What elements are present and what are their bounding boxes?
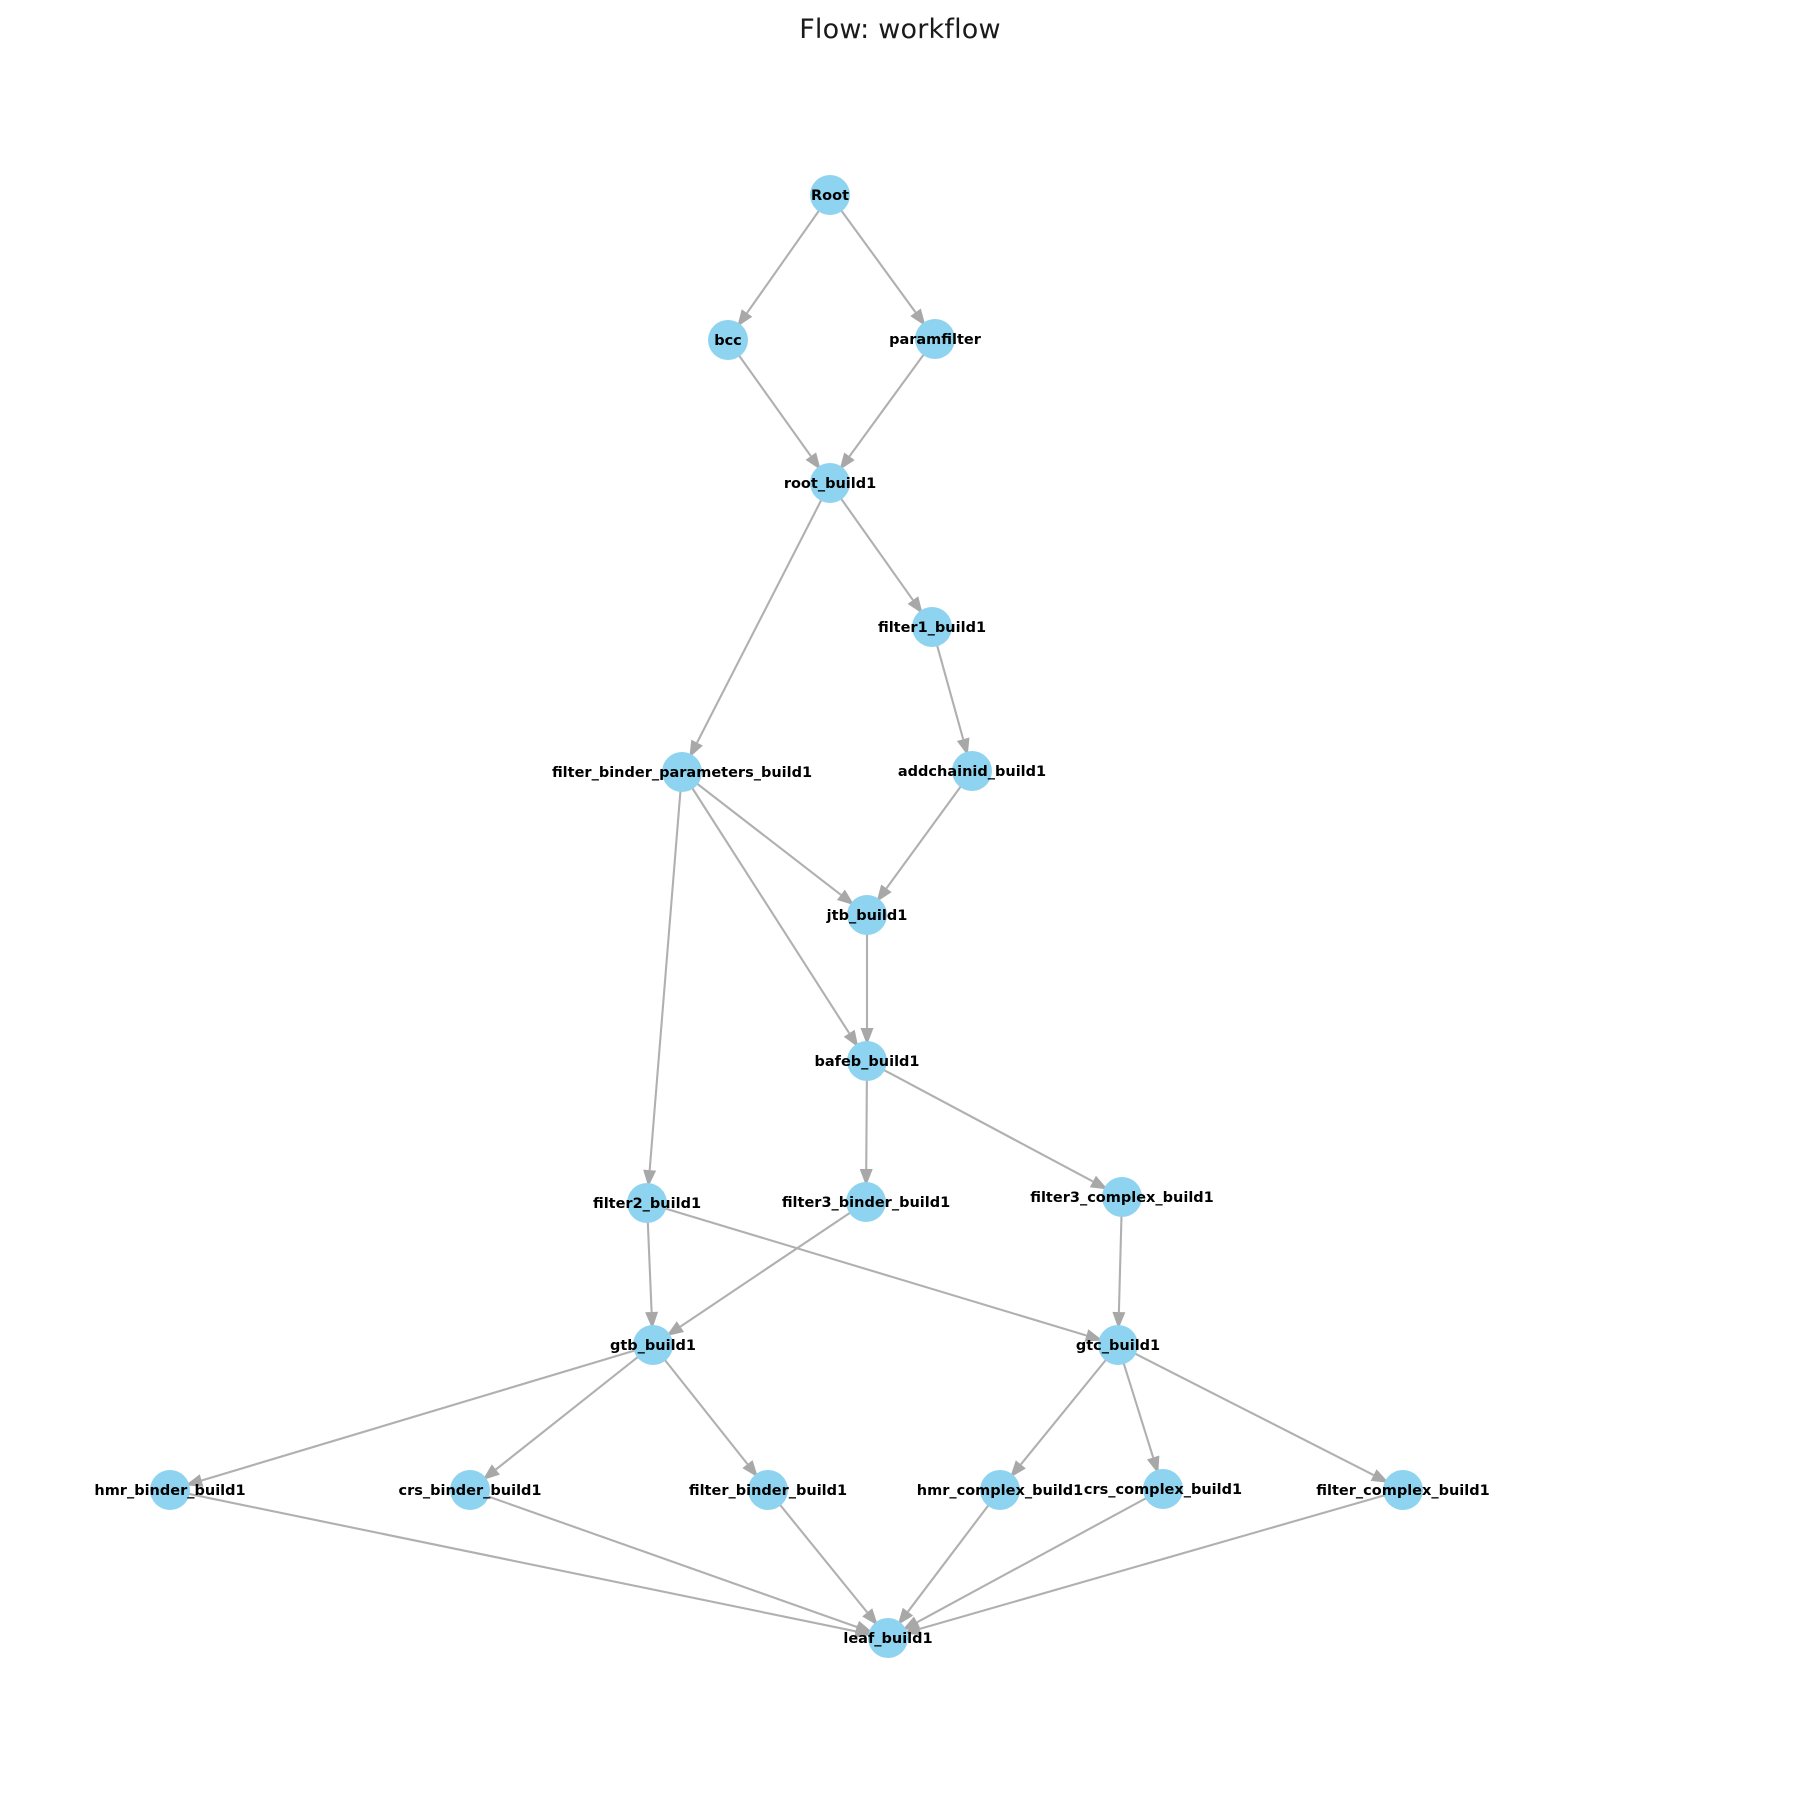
node-filter_binder_parameters_build1[interactable]: [662, 752, 702, 792]
edge-bafeb_build1-to-filter3_complex_build1: [883, 1069, 1108, 1190]
edge-filter2_build1-to-gtc_build1: [664, 1207, 1103, 1342]
node-label-filter_complex_build1: filter_complex_build1: [1316, 1483, 1489, 1499]
node-filter_complex_build1[interactable]: [1383, 1470, 1423, 1510]
edge-bafeb_build1-to-filter3_binder_build1: [859, 1079, 873, 1187]
edge-filter_complex_build1-to-leaf_build1: [903, 1494, 1386, 1636]
node-label-gtb_build1: gtb_build1: [610, 1338, 696, 1354]
edge-filter3_complex_build1-to-gtc_build1: [1112, 1215, 1126, 1330]
node-bcc[interactable]: [708, 320, 748, 360]
node-hmr_binder_build1[interactable]: [150, 1470, 190, 1510]
node-label-filter3_binder_build1: filter3_binder_build1: [782, 1195, 950, 1211]
node-filter3_complex_build1[interactable]: [1102, 1177, 1142, 1217]
node-filter3_binder_build1[interactable]: [846, 1182, 886, 1222]
node-filter_binder_build1[interactable]: [748, 1470, 788, 1510]
edge-hmr_binder_build1-to-leaf_build1: [188, 1492, 873, 1638]
node-label-gtc_build1: gtc_build1: [1076, 1338, 1160, 1354]
edge-gtb_build1-to-crs_binder_build1: [482, 1355, 639, 1481]
page-title: Flow: workflow: [799, 14, 1001, 45]
node-label-crs_complex_build1: crs_complex_build1: [1084, 1482, 1242, 1498]
edge-gtc_build1-to-hmr_complex_build1: [1010, 1359, 1107, 1478]
node-gtc_build1[interactable]: [1098, 1325, 1138, 1365]
node-label-bcc: bcc: [714, 333, 742, 349]
edge-gtb_build1-to-hmr_binder_build1: [185, 1349, 636, 1487]
node-label-hmr_complex_build1: hmr_complex_build1: [917, 1483, 1083, 1499]
labels-layer: Root bcc paramfilter root_build1 filter1_bui…: [94, 188, 1489, 1647]
node-label-filter2_build1: filter2_build1: [593, 1196, 701, 1212]
edge-hmr_complex_build1-to-leaf_build1: [897, 1504, 990, 1626]
node-root_build1[interactable]: [810, 463, 850, 503]
node-label-paramfilter: paramfilter: [889, 332, 982, 348]
node-bafeb_build1[interactable]: [847, 1041, 887, 1081]
node-crs_binder_build1[interactable]: [450, 1470, 490, 1510]
edge-gtb_build1-to-filter_binder_build1: [663, 1359, 759, 1478]
node-label-crs_binder_build1: crs_binder_build1: [398, 1483, 541, 1499]
edge-filter_binder_parameters_build1-to-jtb_build1: [696, 782, 855, 906]
node-label-filter_binder_parameters_build1: filter_binder_parameters_build1: [552, 765, 812, 781]
edge-addchainid_build1-to-jtb_build1: [876, 785, 962, 903]
edge-filter_binder_parameters_build1-to-filter2_build1: [643, 790, 682, 1188]
edge-gtc_build1-to-filter_complex_build1: [1134, 1352, 1389, 1483]
edge-filter_binder_parameters_build1-to-bafeb_build1: [691, 787, 859, 1048]
edge-filter1_build1-to-addchainid_build1: [936, 645, 970, 756]
edge-Root-to-bcc: [737, 209, 820, 327]
node-hmr_complex_build1[interactable]: [980, 1470, 1020, 1510]
edge-jtb_build1-to-bafeb_build1: [860, 934, 874, 1045]
node-Root[interactable]: [810, 175, 850, 215]
node-label-root_build1: root_build1: [784, 476, 876, 492]
node-label-filter3_complex_build1: filter3_complex_build1: [1030, 1190, 1214, 1206]
node-addchainid_build1[interactable]: [952, 751, 992, 791]
node-label-bafeb_build1: bafeb_build1: [814, 1054, 919, 1070]
nodes-layer: [150, 175, 1423, 1658]
edge-paramfilter-to-root_build1: [839, 353, 925, 471]
edge-filter2_build1-to-gtb_build1: [645, 1221, 659, 1330]
node-crs_complex_build1[interactable]: [1143, 1469, 1183, 1509]
node-label-hmr_binder_build1: hmr_binder_build1: [94, 1483, 245, 1499]
node-label-filter1_build1: filter1_build1: [878, 620, 986, 636]
edge-gtc_build1-to-crs_complex_build1: [1122, 1362, 1160, 1474]
node-jtb_build1[interactable]: [847, 895, 887, 935]
node-label-Root: Root: [811, 188, 849, 204]
node-label-jtb_build1: jtb_build1: [826, 908, 908, 924]
node-filter2_build1[interactable]: [627, 1183, 667, 1223]
node-leaf_build1[interactable]: [868, 1618, 908, 1658]
node-gtb_build1[interactable]: [633, 1325, 673, 1365]
edge-root_build1-to-filter1_build1: [840, 497, 923, 614]
node-label-leaf_build1: leaf_build1: [843, 1631, 932, 1647]
edge-root_build1-to-filter_binder_parameters_build1: [689, 499, 823, 758]
node-label-addchainid_build1: addchainid_build1: [898, 764, 1046, 780]
edges-layer: [185, 209, 1389, 1638]
node-paramfilter[interactable]: [915, 319, 955, 359]
edge-Root-to-paramfilter: [840, 209, 926, 327]
node-filter1_build1[interactable]: [912, 607, 952, 647]
node-label-filter_binder_build1: filter_binder_build1: [689, 1483, 847, 1499]
edge-crs_binder_build1-to-leaf_build1: [487, 1495, 873, 1634]
edge-crs_complex_build1-to-leaf_build1: [902, 1497, 1147, 1631]
edge-filter_binder_build1-to-leaf_build1: [779, 1504, 878, 1626]
edge-filter3_binder_build1-to-gtb_build1: [666, 1211, 851, 1337]
edge-bcc-to-root_build1: [738, 354, 821, 470]
